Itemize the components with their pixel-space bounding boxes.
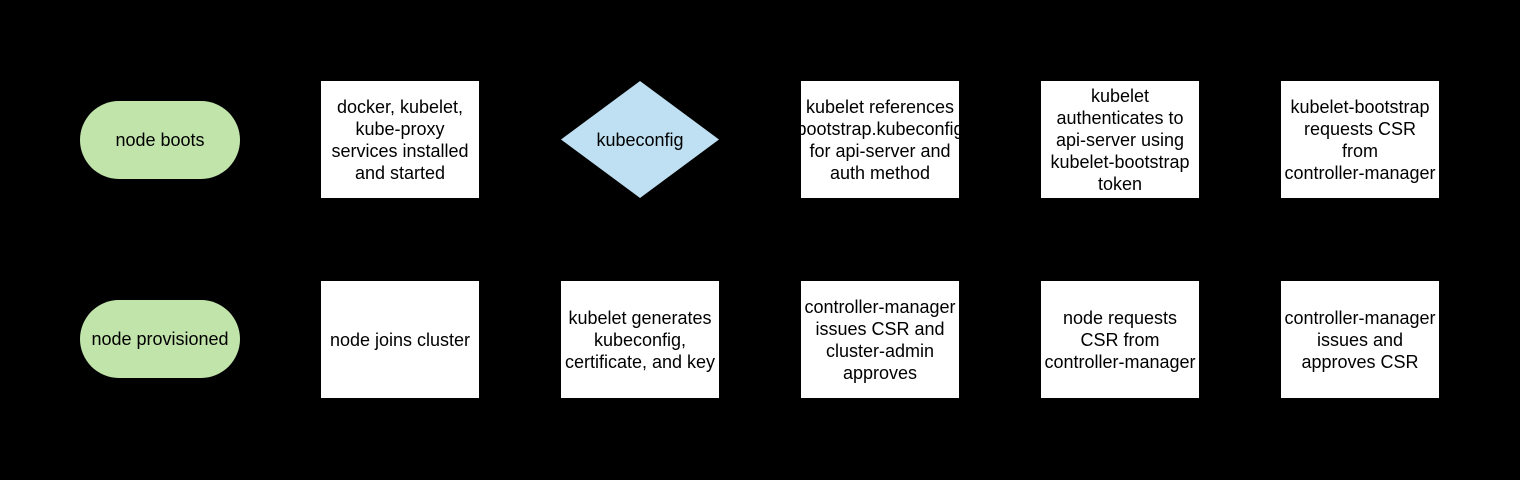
node-label: kubelet authenticates to api-server usin… (1050, 85, 1190, 194)
flow-node-node-provisioned: node provisioned (80, 300, 240, 378)
flow-node-cm-issues-and-approves-csr: controller-manager issues and approves C… (1281, 281, 1439, 398)
flow-node-node-boots: node boots (80, 101, 240, 179)
node-label: kubelet generates kubeconfig, certificat… (564, 307, 716, 372)
flow-node-kubeconfig-decision: kubeconfig (561, 81, 719, 198)
flow-node-services-installed: docker, kubelet, kube-proxy services ins… (321, 81, 479, 198)
flow-node-kubelet-authenticates: kubelet authenticates to api-server usin… (1041, 81, 1199, 198)
node-label: controller-manager issues CSR and cluste… (804, 296, 956, 383)
node-label: node joins cluster (329, 329, 471, 350)
node-label: kubeconfig (596, 129, 684, 150)
flow-node-kubelet-references-bootstrap: kubelet references bootstrap.kubeconfig … (796, 81, 964, 198)
node-label: docker, kubelet, kube-proxy services ins… (331, 96, 469, 183)
flow-node-kubelet-generates: kubelet generates kubeconfig, certificat… (561, 281, 719, 398)
flow-node-kubelet-bootstrap-requests-csr: kubelet-bootstrap requests CSR from cont… (1281, 81, 1439, 198)
node-label: kubelet-bootstrap requests CSR from cont… (1284, 96, 1436, 183)
node-label: controller-manager issues and approves C… (1284, 307, 1436, 372)
flow-node-node-requests-csr: node requests CSR from controller-manage… (1041, 281, 1199, 398)
node-label: node requests CSR from controller-manage… (1044, 307, 1196, 372)
flow-node-cm-issues-csr-cluster-admin-approves: controller-manager issues CSR and cluste… (801, 281, 959, 398)
node-label: node provisioned (91, 329, 229, 349)
node-label: node boots (115, 130, 205, 150)
node-label: kubelet references bootstrap.kubeconfig … (796, 96, 964, 183)
flow-node-node-joins-cluster: node joins cluster (321, 281, 479, 398)
